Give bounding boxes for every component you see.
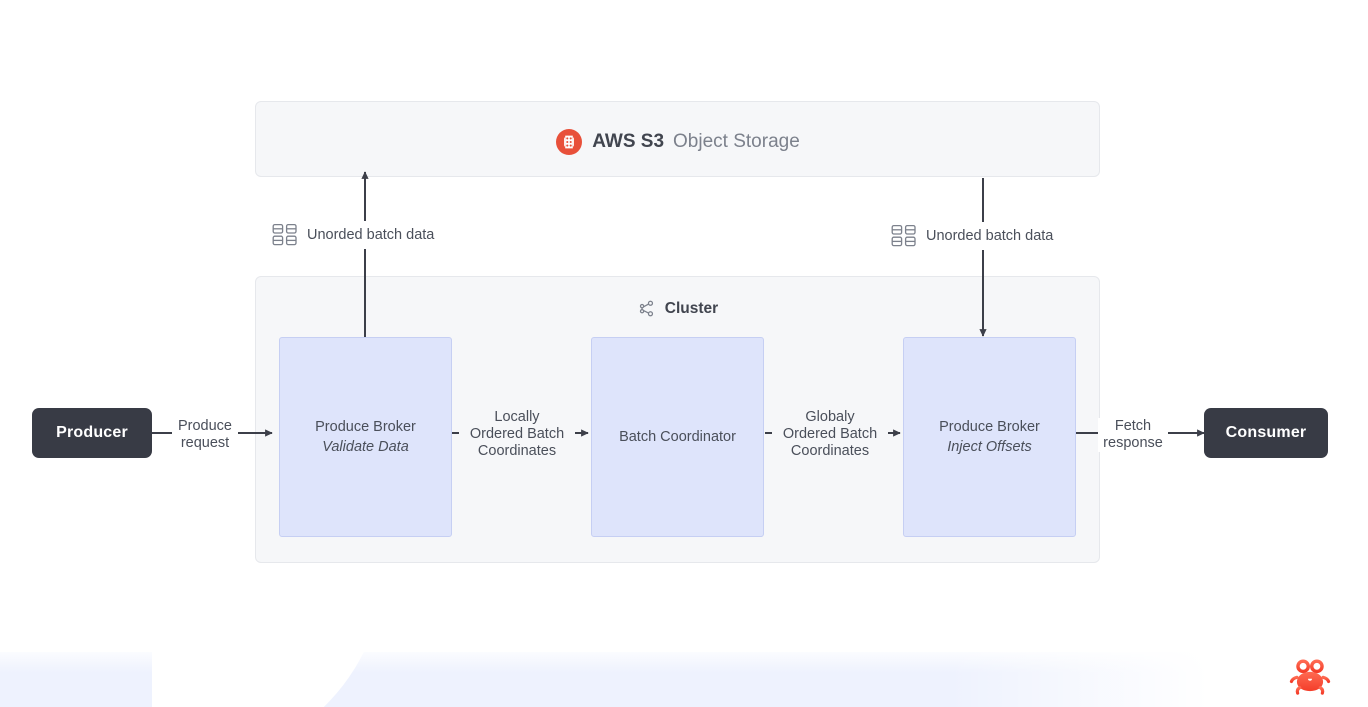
- database-stack-icon: [891, 224, 916, 247]
- node-subtitle: Validate Data: [322, 439, 409, 455]
- node-title: Produce Broker: [939, 419, 1040, 435]
- cluster-label: Cluster: [664, 299, 719, 317]
- aws-s3-title-light: Object Storage: [673, 131, 800, 152]
- unordered-batch-right-text: Unorded batch data: [926, 228, 1054, 244]
- band-curve-shape: [152, 652, 382, 707]
- node-produce-broker-inject[interactable]: Produce Broker Inject Offsets: [903, 337, 1076, 537]
- actor-consumer[interactable]: Consumer: [1204, 408, 1328, 458]
- edge-label-unordered-batch-left: Unorded batch data: [269, 221, 438, 249]
- edge-label-fetch-response: Fetch response: [1098, 418, 1168, 453]
- actor-producer-label: Producer: [56, 424, 128, 441]
- bottom-decorative-band: [0, 652, 1368, 707]
- crab-logo-icon: [1289, 659, 1331, 695]
- aws-s3-title-strong: AWS S3: [592, 131, 665, 152]
- aws-s3-panel: AWS S3 Object Storage: [255, 101, 1100, 177]
- node-batch-coordinator[interactable]: Batch Coordinator: [591, 337, 764, 537]
- database-stack-icon: [272, 223, 297, 246]
- node-produce-broker-validate[interactable]: Produce Broker Validate Data: [279, 337, 452, 537]
- actor-producer[interactable]: Producer: [32, 408, 152, 458]
- edge-label-globaly-ordered: Globaly Ordered Batch Coordinates: [772, 409, 888, 461]
- network-nodes-icon: [639, 300, 653, 317]
- edge-label-unordered-batch-right: Unorded batch data: [888, 222, 1057, 250]
- node-title: Produce Broker: [315, 419, 416, 435]
- edge-label-produce-request: Produce request: [172, 418, 238, 453]
- node-subtitle: Inject Offsets: [947, 439, 1032, 455]
- cluster-title: Cluster: [256, 299, 1099, 318]
- aws-s3-bucket-icon: [556, 129, 583, 155]
- edge-label-locally-ordered: Locally Ordered Batch Coordinates: [459, 409, 575, 461]
- aws-s3-title: AWS S3 Object Storage: [256, 128, 1099, 156]
- unordered-batch-left-text: Unorded batch data: [307, 227, 435, 243]
- actor-consumer-label: Consumer: [1225, 424, 1307, 441]
- node-title: Batch Coordinator: [619, 429, 736, 445]
